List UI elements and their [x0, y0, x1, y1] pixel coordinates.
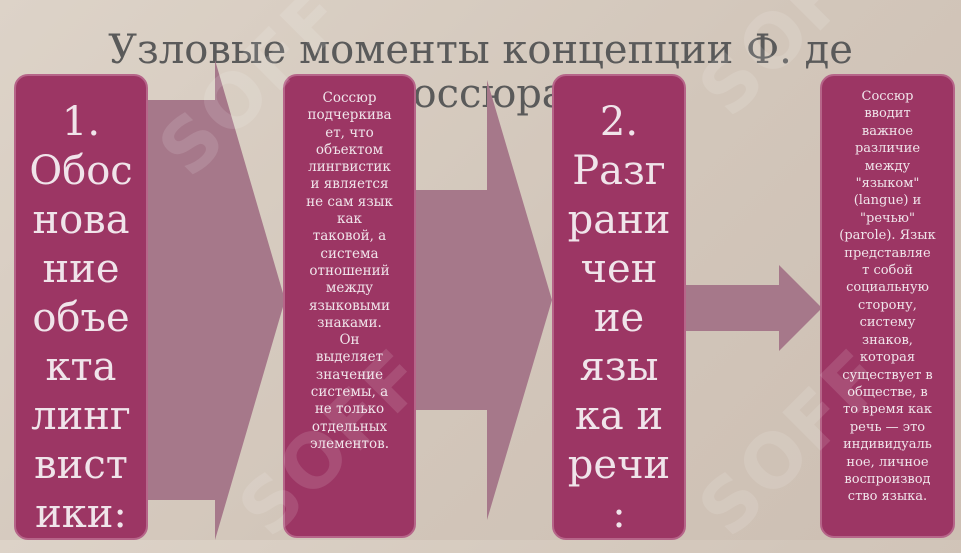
box-2-line: и является	[310, 176, 389, 193]
box-3-line: Разг	[572, 148, 666, 194]
box-1-line: кта	[45, 344, 117, 390]
box-4-line: вводит	[864, 106, 911, 122]
box-4-line: воспроизвод	[844, 471, 931, 487]
arrow-3	[684, 265, 822, 351]
box-4-line: "речью"	[860, 210, 915, 226]
box-2-line: элементов.	[309, 435, 390, 452]
box-4-line: ство языка.	[847, 489, 928, 505]
box-4-line: важное	[861, 123, 914, 139]
box-2-line: системы, а	[310, 384, 389, 401]
box-2-line: языковыми	[308, 297, 391, 314]
box-4-line: (langue) и	[853, 193, 922, 209]
box-1-line: ики:	[35, 491, 127, 537]
box-2-line: между	[325, 280, 374, 297]
box-2-line: как	[337, 211, 362, 228]
box-3-line: :	[612, 491, 626, 537]
box-1-line: 1.	[61, 99, 101, 145]
slide-title: Узловые моменты концепции Ф. де Соссюра:	[0, 28, 961, 116]
box-3: 2. Разг рани чен ие язы ка и речи :	[552, 74, 686, 540]
box-3-line: речи	[567, 442, 671, 488]
box-1-line: Обос	[29, 148, 133, 194]
box-2-line: таковой, а	[312, 228, 387, 245]
slide-title-line-1: Узловые моменты концепции Ф. де	[108, 27, 853, 73]
box-4-line: систему	[859, 315, 916, 331]
box-1-line: объе	[32, 295, 130, 341]
box-3-line: 2.	[599, 99, 639, 145]
box-3-line: язы	[579, 344, 659, 390]
box-3-line: рани	[567, 197, 671, 243]
box-4-line: различие	[854, 141, 921, 157]
box-3-line: чен	[580, 246, 658, 292]
box-4: Соссюр вводит важное различие между "язы…	[820, 74, 955, 538]
box-4-line: существует в	[842, 367, 933, 383]
box-4-line: индивидуаль	[843, 437, 932, 453]
box-4-line: ное, личное	[846, 454, 929, 470]
box-4-line: речь — это	[849, 419, 926, 435]
box-4-line: то время как	[843, 402, 932, 418]
box-4-line: сторону,	[858, 297, 917, 313]
box-2-line: объектом	[315, 141, 384, 158]
box-4-line: обществе, в	[847, 384, 928, 400]
box-4-line: Соссюр	[861, 89, 914, 104]
box-1: 1. Обос нова ние объе кта линг вист ики:	[14, 74, 148, 540]
box-2-line: система	[320, 245, 379, 262]
box-2-line: подчеркива	[307, 107, 392, 124]
box-4-line: знаков,	[862, 332, 913, 348]
box-2: Соссюр подчеркива ет, что объектом лингв…	[283, 74, 416, 538]
box-2-line: не сам язык	[306, 193, 393, 210]
box-4-line: т собой	[862, 263, 913, 279]
box-2-line: выделяет	[315, 349, 384, 366]
box-4-line: (parole). Язык	[839, 228, 936, 244]
box-1-line: ние	[42, 246, 120, 292]
box-3-line: ка и	[574, 393, 664, 439]
box-2-line: ет, что	[325, 124, 374, 141]
arrow-2	[412, 80, 552, 520]
box-4-line: представляе	[844, 245, 931, 261]
box-1-line: вист	[34, 442, 128, 488]
box-4-line: "языком"	[855, 176, 920, 192]
box-3-line: ие	[593, 295, 645, 341]
box-2-line: значение	[315, 366, 384, 383]
arrow-1	[145, 60, 285, 540]
box-2-line: Он	[339, 332, 360, 349]
box-4-line: между	[864, 158, 911, 174]
box-4-line: социальную	[846, 280, 929, 296]
box-2-line: не только	[314, 401, 385, 418]
box-2-line: знаками.	[317, 314, 382, 331]
box-2-line: отношений	[309, 262, 390, 279]
box-4-line: которая	[859, 350, 916, 366]
box-2-line: отдельных	[311, 418, 388, 435]
box-1-line: линг	[31, 393, 131, 439]
box-2-line: Соссюр	[322, 90, 377, 106]
box-1-line: нова	[32, 197, 130, 243]
box-2-line: лингвистик	[308, 159, 391, 176]
